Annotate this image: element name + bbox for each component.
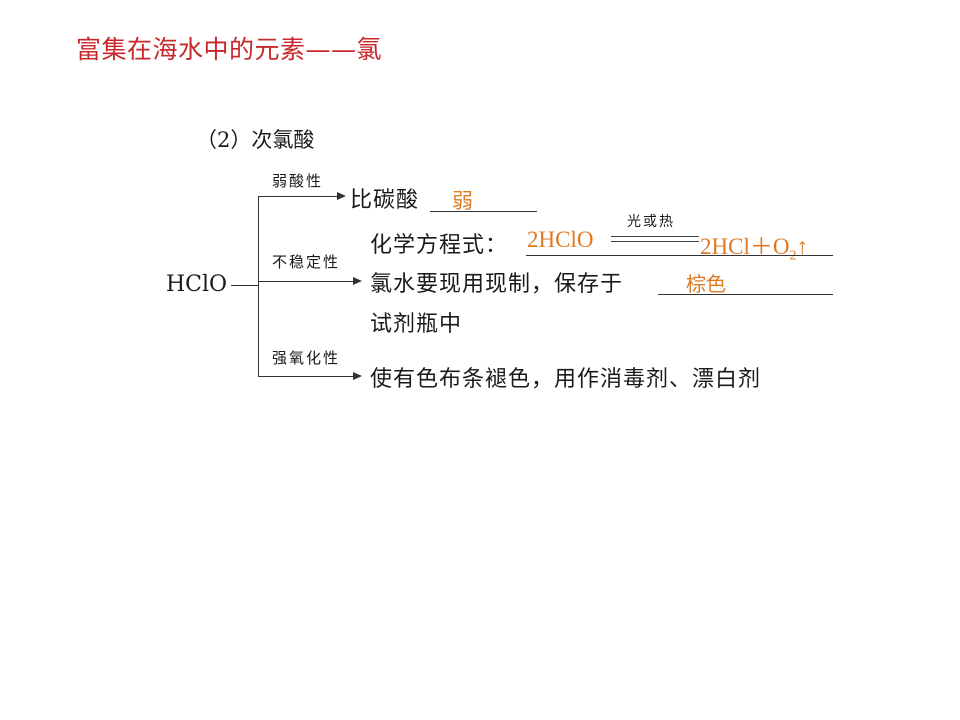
equation-prefix: 化学方程式：: [370, 233, 509, 258]
equation-condition: 光或热: [627, 214, 675, 230]
branch-text-oxidizing: 使有色布条褪色，用作消毒剂、漂白剂: [370, 367, 762, 392]
storage-text: 氯水要现用现制，保存于: [370, 272, 624, 297]
answer-blank-brown: 棕色: [686, 272, 726, 296]
arrow-head-icon: [353, 372, 362, 380]
equation-subscript: 2: [789, 248, 797, 264]
equation-arrow-up-icon: ↑: [796, 234, 808, 259]
root-formula: HClO: [166, 272, 228, 297]
tree-trunk: [258, 196, 259, 376]
equation-underline: [526, 255, 833, 256]
equation-product-text: 2HCl＋O: [700, 234, 790, 259]
branch-label-unstable: 不稳定性: [272, 253, 341, 271]
storage-text-continued: 试剂瓶中: [370, 312, 463, 337]
equation-reactant: 2HClO: [527, 227, 594, 252]
equation-sign-top: [611, 236, 699, 237]
branch-arrow-line: [258, 196, 338, 197]
branch-label-weak-acid: 弱酸性: [272, 172, 324, 190]
slide-title: 富集在海水中的元素——氯: [76, 35, 383, 64]
branch-label-oxidizing: 强氧化性: [272, 349, 341, 367]
blank-underline: [658, 294, 833, 295]
answer-blank-weak: 弱: [452, 189, 473, 213]
equation-product: 2HCl＋O2↑: [700, 227, 808, 265]
branch-arrow-line: [258, 376, 354, 377]
arrow-head-icon: [353, 277, 362, 285]
section-heading: （2）次氯酸: [196, 128, 315, 152]
root-connector: [231, 285, 259, 286]
arrow-head-icon: [337, 192, 346, 200]
blank-underline: [430, 211, 537, 212]
branch-text-weak-acid: 比碳酸: [350, 188, 420, 213]
branch-arrow-line: [258, 281, 354, 282]
equation-sign-bottom: [611, 241, 699, 242]
